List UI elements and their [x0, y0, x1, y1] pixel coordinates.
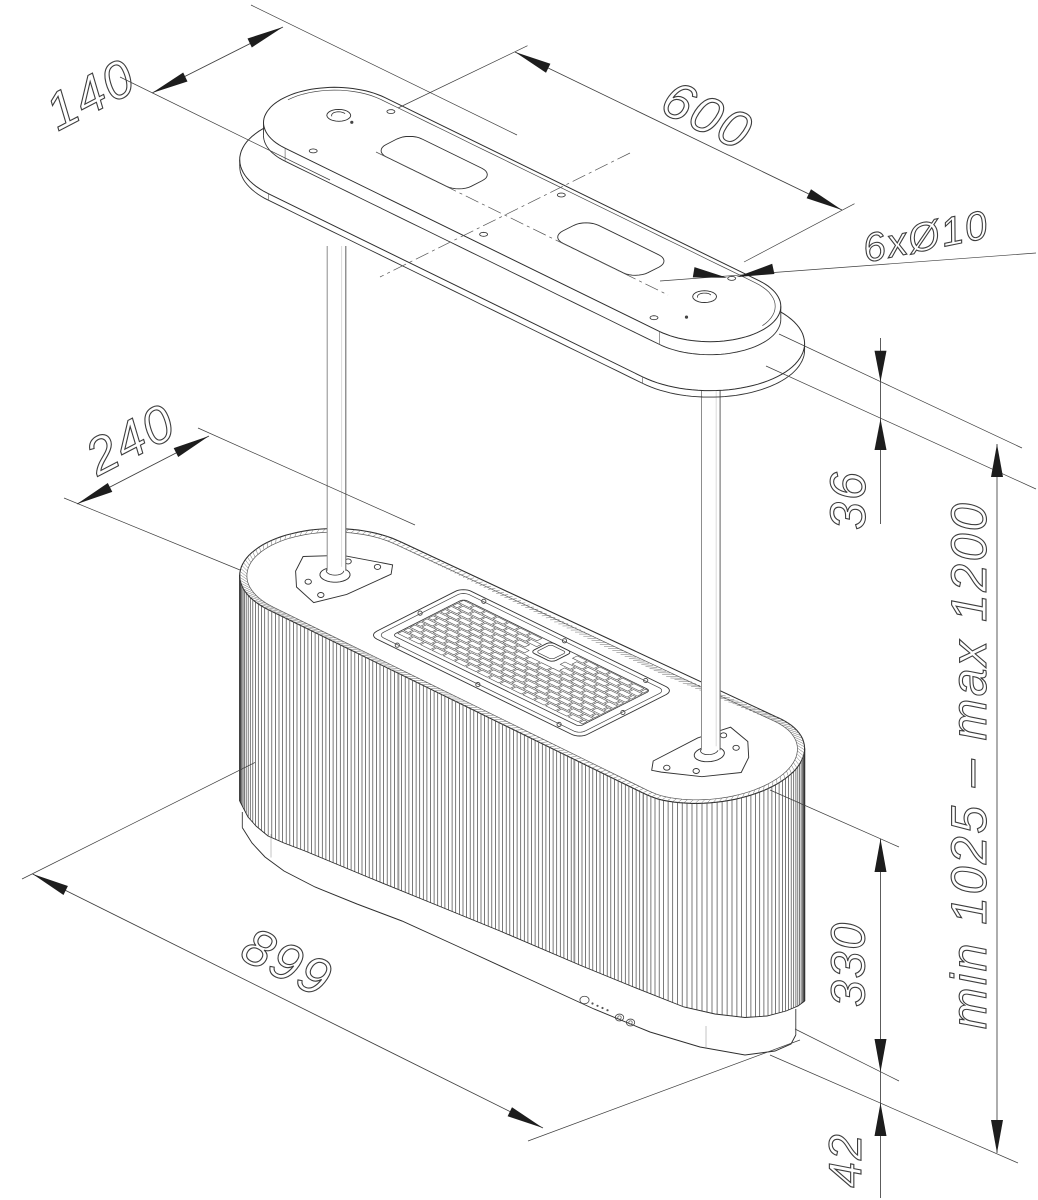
svg-text:330: 330 [823, 921, 876, 1007]
svg-text:600: 600 [653, 70, 762, 163]
svg-text:899: 899 [233, 917, 342, 1010]
svg-text:min 1025 – max 1200: min 1025 – max 1200 [941, 501, 997, 1029]
svg-text:140: 140 [36, 48, 145, 142]
svg-text:240: 240 [76, 393, 186, 488]
svg-text:36: 36 [820, 470, 876, 530]
svg-text:42: 42 [819, 1132, 871, 1187]
